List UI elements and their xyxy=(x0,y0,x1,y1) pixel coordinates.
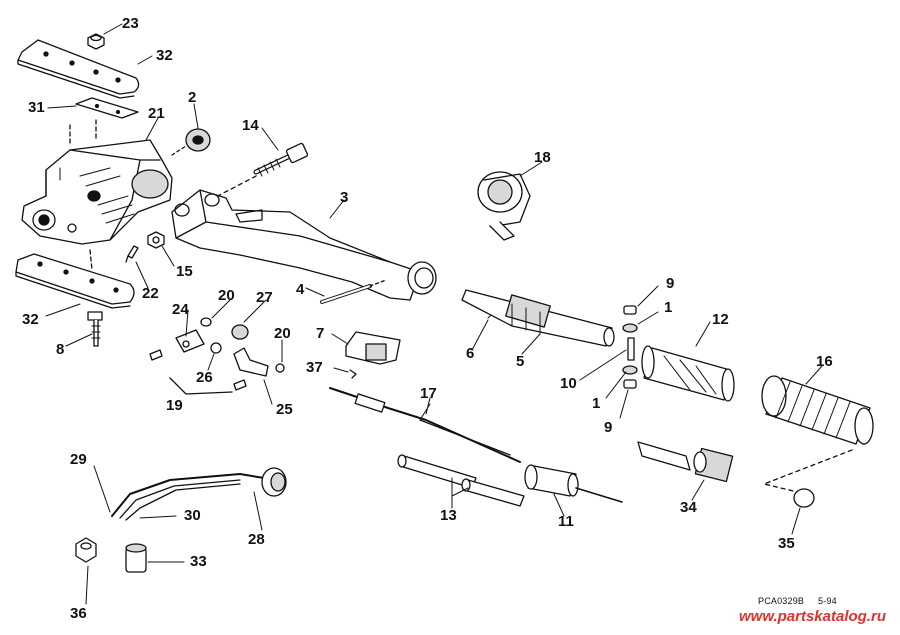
callout-26: 26 xyxy=(196,369,213,386)
grease-fitting-part-22 xyxy=(125,245,139,263)
screws-part-19 xyxy=(149,349,247,395)
cap-part-35 xyxy=(793,488,815,508)
grip-part-12 xyxy=(641,345,735,402)
callout-22: 22 xyxy=(142,285,159,302)
leader-lines xyxy=(45,23,823,605)
cap-part-33 xyxy=(125,543,147,573)
callout-18: 18 xyxy=(534,149,551,166)
callout-19: 19 xyxy=(166,397,183,414)
date-code: 5-94 xyxy=(818,596,837,606)
bolt-part-8 xyxy=(87,311,103,347)
callout-31: 31 xyxy=(28,99,45,116)
callout-27: 27 xyxy=(256,289,273,306)
callout-5: 5 xyxy=(516,353,525,370)
lower-plate-part-32 xyxy=(15,253,135,309)
callout-30: 30 xyxy=(184,507,201,524)
callout-16: 16 xyxy=(816,353,833,370)
callout-10: 10 xyxy=(560,375,577,392)
steering-arm-part-3 xyxy=(171,189,437,301)
callout-7: 7 xyxy=(316,325,325,342)
callout-8: 8 xyxy=(56,341,65,358)
washer-part-2 xyxy=(171,128,211,156)
watermark-link[interactable]: www.partskatalog.ru xyxy=(739,608,886,625)
callout-24: 24 xyxy=(172,301,189,318)
figure-code: PCA0329B xyxy=(758,596,805,606)
callout-23: 23 xyxy=(122,15,139,32)
rings-parts-27-20-26 xyxy=(200,317,285,373)
callout-20: 20 xyxy=(218,287,235,304)
bracket-part-7 xyxy=(345,331,401,365)
callout-6: 6 xyxy=(466,345,475,362)
callout-32-lower: 32 xyxy=(22,311,39,328)
callout-3: 3 xyxy=(340,189,349,206)
cable-part-17 xyxy=(329,387,521,463)
callout-33: 33 xyxy=(190,553,207,570)
nut-part-15 xyxy=(147,231,165,249)
callout-4: 4 xyxy=(296,281,305,298)
callout-15: 15 xyxy=(176,263,193,280)
callout-37: 37 xyxy=(306,359,323,376)
callout-13: 13 xyxy=(440,507,457,524)
callout-20-lower: 20 xyxy=(274,325,291,342)
screw-part-37 xyxy=(349,369,357,379)
switch-part-34 xyxy=(637,441,734,483)
callout-34: 34 xyxy=(680,499,697,516)
callout-1: 1 xyxy=(664,299,673,316)
tubes-part-13 xyxy=(397,454,525,507)
callout-36: 36 xyxy=(70,605,87,622)
callout-2: 2 xyxy=(188,89,197,106)
callout-32: 32 xyxy=(156,47,173,64)
nut-part-36 xyxy=(75,537,97,563)
callout-35: 35 xyxy=(778,535,795,552)
shim-part-31 xyxy=(75,97,139,119)
callout-28: 28 xyxy=(248,531,265,548)
harness-part-28 xyxy=(111,467,287,521)
callout-29: 29 xyxy=(70,451,87,468)
callout-9-lower: 9 xyxy=(604,419,613,436)
callout-12: 12 xyxy=(712,311,729,328)
callout-17: 17 xyxy=(420,385,437,402)
swivel-bracket-part-21 xyxy=(21,139,173,245)
nut-part-23 xyxy=(87,33,105,50)
clip-part-24 xyxy=(175,329,205,353)
housing-part-11 xyxy=(524,464,623,503)
callout-14: 14 xyxy=(242,117,259,134)
pin-part-4 xyxy=(320,279,387,304)
bolt-part-14 xyxy=(253,142,309,177)
handle-grip-part-16 xyxy=(761,375,874,445)
callout-21: 21 xyxy=(148,105,165,122)
callout-9: 9 xyxy=(666,275,675,292)
terminal-part-25 xyxy=(233,347,269,377)
callout-1-lower: 1 xyxy=(592,395,601,412)
clamp-part-18 xyxy=(477,171,531,241)
upper-plate-part-32 xyxy=(17,39,140,99)
callout-25: 25 xyxy=(276,401,293,418)
callout-11: 11 xyxy=(558,513,574,530)
hardware-stack-parts-9-1-10 xyxy=(622,305,638,389)
shaft-part-5 xyxy=(461,289,615,347)
